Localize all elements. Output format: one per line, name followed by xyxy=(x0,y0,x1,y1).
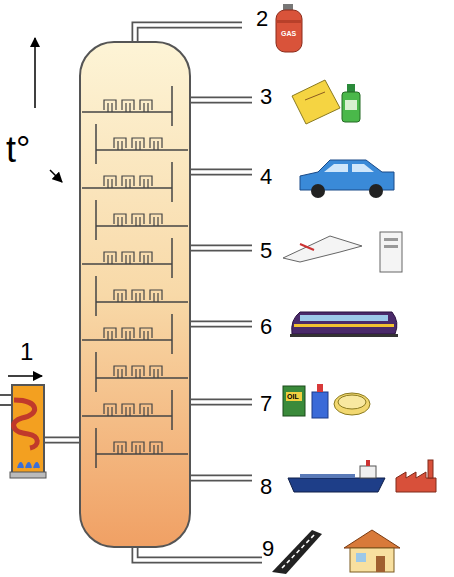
plane-and-computer xyxy=(283,232,402,272)
bubble-cap xyxy=(150,214,162,226)
bag-and-bottle xyxy=(292,80,360,124)
downcomer xyxy=(171,238,173,278)
bubble-cap xyxy=(140,252,152,264)
callout-number: 9 xyxy=(262,538,274,560)
bubble-cap xyxy=(132,442,144,454)
downcomer xyxy=(95,124,97,164)
tray xyxy=(96,453,188,455)
bubble-cap xyxy=(114,290,126,302)
bubble-cap xyxy=(104,176,116,188)
downcomer xyxy=(171,390,173,430)
downcomer xyxy=(95,352,97,392)
temperature-arrow xyxy=(50,170,62,182)
bubble-cap xyxy=(132,214,144,226)
tray xyxy=(82,339,172,341)
callout-number: 4 xyxy=(260,166,272,188)
bubble-cap xyxy=(132,138,144,150)
tray xyxy=(96,149,188,151)
ship-and-factory xyxy=(288,460,436,492)
feed-arrow xyxy=(8,375,42,377)
callout-number: 5 xyxy=(260,240,272,262)
callout-number: 1 xyxy=(20,340,33,364)
bubble-cap xyxy=(122,404,134,416)
bubble-cap xyxy=(114,366,126,378)
downcomer xyxy=(95,276,97,316)
tray xyxy=(82,263,172,265)
callout-number: 3 xyxy=(260,86,272,108)
bubble-cap xyxy=(140,328,152,340)
bubble-cap xyxy=(140,404,152,416)
bubble-cap xyxy=(150,138,162,150)
trays xyxy=(82,86,188,468)
bubble-cap xyxy=(122,328,134,340)
callout-number: 7 xyxy=(260,393,272,415)
downcomer xyxy=(95,428,97,468)
callout-number: 8 xyxy=(260,476,272,498)
can-text: OIL xyxy=(287,393,299,400)
callout-number: 2 xyxy=(256,8,268,30)
bubble-cap xyxy=(150,366,162,378)
temperature-label: t° xyxy=(6,132,30,168)
bubble-cap xyxy=(140,100,152,112)
downcomer xyxy=(171,314,173,354)
tray xyxy=(82,187,172,189)
bubble-cap xyxy=(122,100,134,112)
distillation-column xyxy=(80,42,190,547)
bubble-cap xyxy=(150,442,162,454)
bubble-cap xyxy=(104,252,116,264)
bubble-cap xyxy=(104,404,116,416)
can-text: GAS xyxy=(281,30,296,37)
downcomer xyxy=(171,162,173,202)
bubble-cap xyxy=(150,290,162,302)
downcomer xyxy=(95,200,97,240)
tray xyxy=(82,415,172,417)
up-arrow xyxy=(34,38,36,108)
oil-cans xyxy=(283,384,370,418)
bubble-cap xyxy=(140,176,152,188)
tray xyxy=(96,225,188,227)
bubble-cap xyxy=(122,176,134,188)
bubble-cap xyxy=(114,138,126,150)
bubble-cap xyxy=(132,290,144,302)
tray xyxy=(96,301,188,303)
bubble-cap xyxy=(104,100,116,112)
callout-number: 6 xyxy=(260,316,272,338)
road-and-house xyxy=(272,530,400,574)
bubble-cap xyxy=(114,442,126,454)
bubble-cap xyxy=(132,366,144,378)
furnace xyxy=(0,385,46,478)
car xyxy=(300,160,394,198)
tray xyxy=(82,111,172,113)
bubble-cap xyxy=(104,328,116,340)
tray xyxy=(96,377,188,379)
train xyxy=(290,312,398,337)
downcomer xyxy=(171,86,173,126)
gas-cylinder xyxy=(276,4,302,52)
bubble-cap xyxy=(122,252,134,264)
bubble-cap xyxy=(114,214,126,226)
